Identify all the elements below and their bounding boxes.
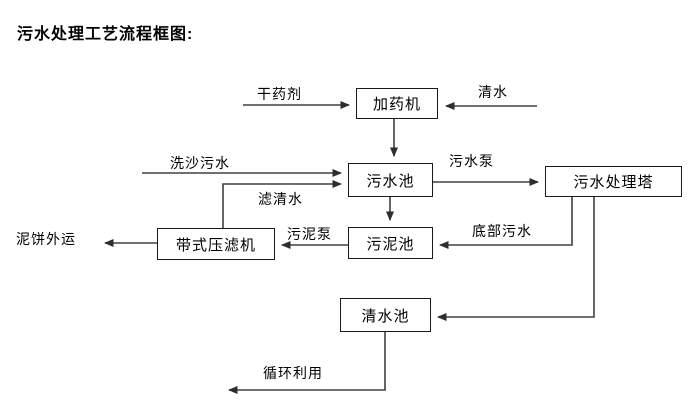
edge-recycling-out [228, 332, 386, 394]
node-sewage-pool: 污水池 [348, 163, 433, 197]
edge-bottom-sewage-to-sludge-pool [439, 196, 573, 249]
label-sludge-pump: 污泥泵 [287, 226, 332, 242]
node-sewage-treatment-tower: 污水处理塔 [545, 166, 682, 197]
edge-filtered-water-to-sewage-pool [222, 180, 342, 228]
label-recycling: 循环利用 [263, 365, 323, 381]
label-clean-water: 清水 [478, 84, 508, 100]
node-clean-water-pool: 清水池 [340, 298, 431, 332]
label-filtered-water: 滤清水 [258, 191, 303, 207]
label-bottom-sewage: 底部污水 [472, 223, 532, 239]
label-sand-washing-sewage: 洗沙污水 [170, 155, 230, 171]
label-sewage-pump: 污水泵 [449, 153, 494, 169]
node-dosing-machine: 加药机 [356, 88, 438, 119]
label-dry-agent: 干药剂 [257, 86, 302, 102]
diagram-title: 污水处理工艺流程框图: [17, 26, 194, 43]
label-mud-cake-out: 泥饼外运 [16, 231, 76, 247]
node-sludge-pool: 污泥池 [348, 227, 433, 259]
node-belt-filter-press: 带式压滤机 [157, 228, 275, 260]
edge-tower-to-clean-water-pool [437, 196, 595, 321]
